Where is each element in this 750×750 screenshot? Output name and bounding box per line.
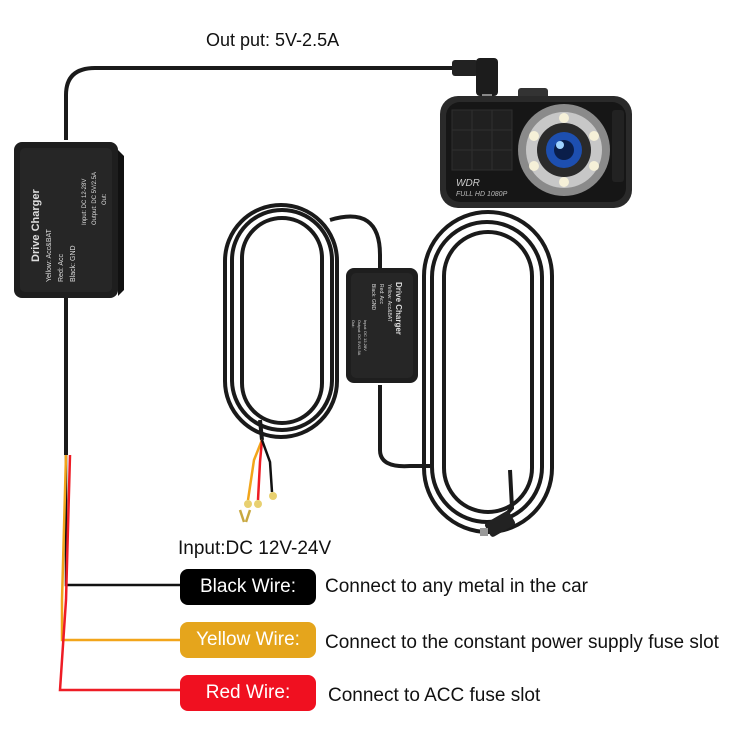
middle-module-line-output: Output: DC 5V/2.5A xyxy=(357,320,362,355)
camera-badge-wdr: WDR xyxy=(456,178,480,189)
coiled-cable-plug xyxy=(480,510,516,538)
left-module-line-input: Input: DC 12-28V xyxy=(82,179,88,225)
red-wire-description: Connect to ACC fuse slot xyxy=(328,685,540,707)
left-module-line-output: Output: DC 5V/2.5A xyxy=(92,172,98,225)
yellow-wire-description: Connect to the constant power supply fus… xyxy=(325,632,719,654)
left-module-line-yellow: Yellow: Acc&BAT xyxy=(46,229,53,282)
black-wire-badge: Black Wire: xyxy=(180,569,316,605)
left-module-line-out: Out: xyxy=(102,194,108,205)
black-wire-description: Connect to any metal in the car xyxy=(325,576,588,598)
camera-connector xyxy=(452,58,498,102)
red-wire-line xyxy=(60,455,180,690)
left-module-line-red: Red: Acc xyxy=(58,254,65,282)
black-wire-line xyxy=(66,455,180,585)
middle-module-line-input: Input: DC 12-28V xyxy=(363,320,368,351)
yellow-wire-line xyxy=(62,455,180,640)
middle-module-line-out: Out: xyxy=(351,320,356,328)
yellow-wire-badge: Yellow Wire: xyxy=(180,622,316,658)
left-module-title: Drive Charger xyxy=(30,189,42,262)
dash-camera: WDR FULL HD 1080P xyxy=(440,88,632,208)
middle-module-line-red: Red: Acc xyxy=(378,284,384,304)
middle-module-line-black: Black: GND xyxy=(370,284,376,310)
left-module-line-black: Black: GND xyxy=(70,245,77,282)
camera-badge-hd: FULL HD 1080P xyxy=(456,191,508,198)
red-wire-badge: Red Wire: xyxy=(180,675,316,711)
output-label: Out put: 5V-2.5A xyxy=(206,30,339,51)
middle-module-line-yellow: Yellow: Acc&BAT xyxy=(386,284,392,322)
output-cable xyxy=(66,68,455,140)
input-label: Input:DC 12V-24V xyxy=(178,538,331,560)
middle-module-title: Drive Charger xyxy=(394,282,403,335)
small-wire-ends xyxy=(240,440,277,522)
